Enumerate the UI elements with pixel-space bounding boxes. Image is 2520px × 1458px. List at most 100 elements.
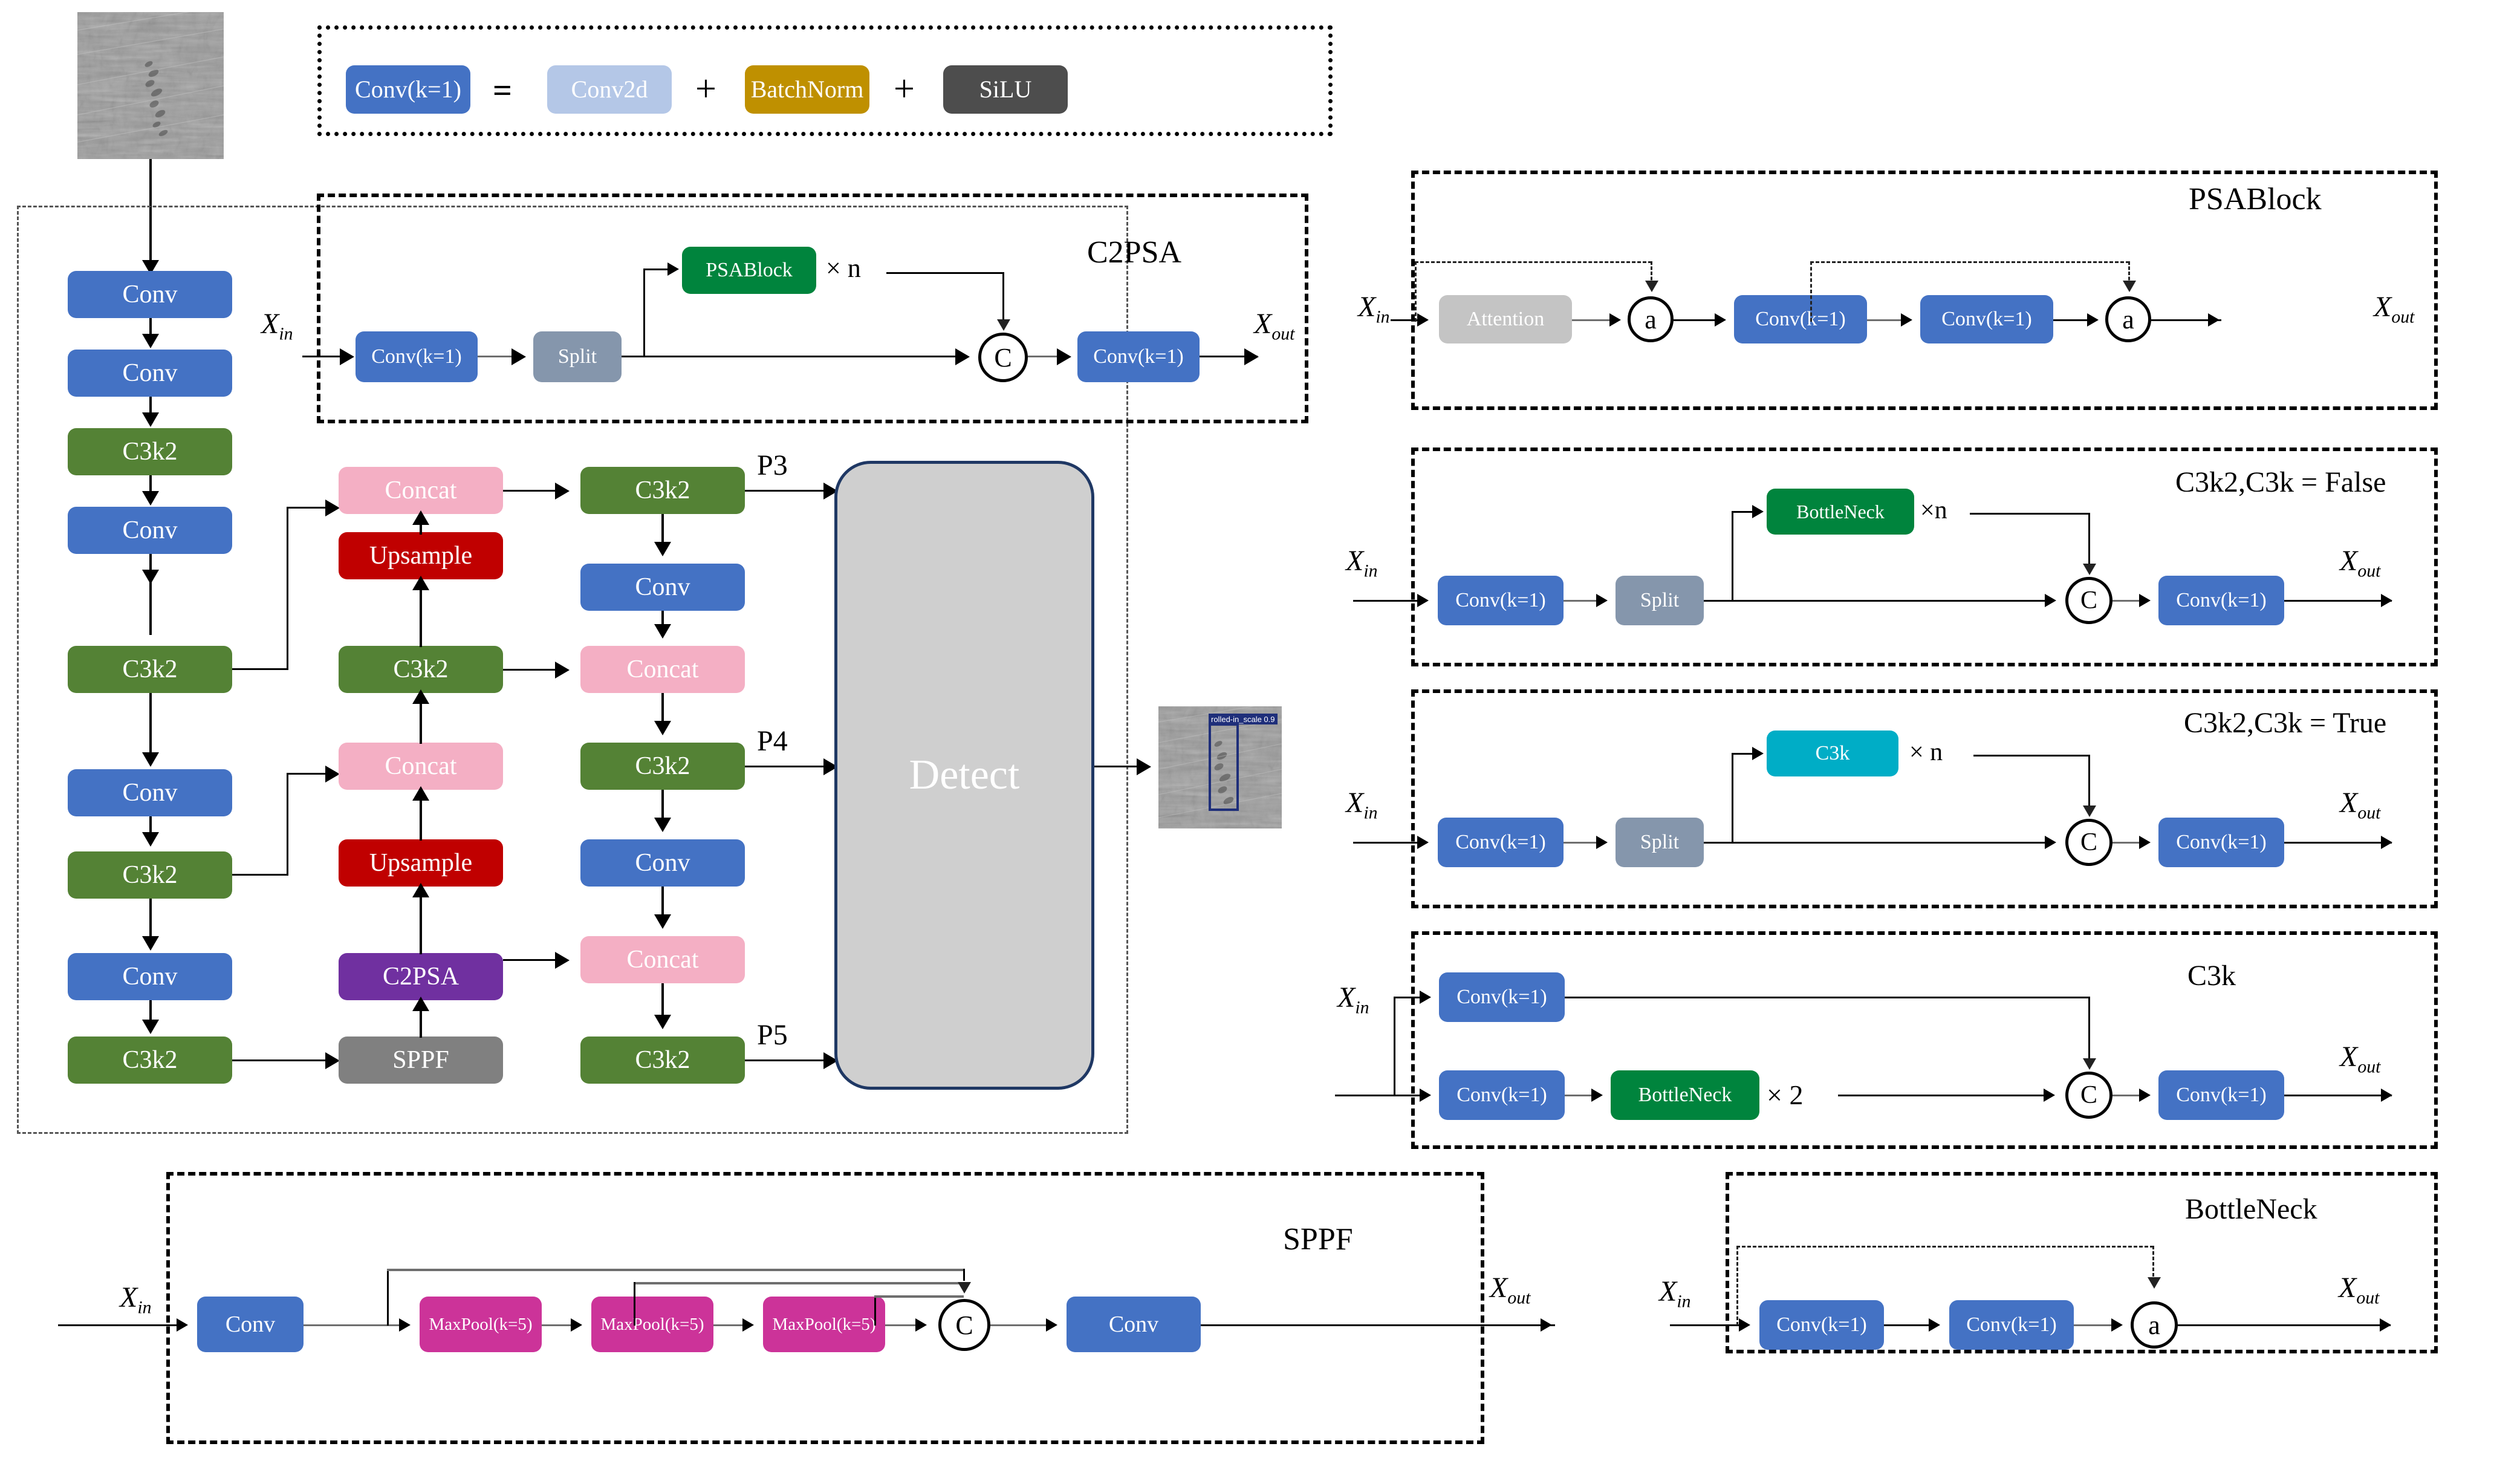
skip-p3-h2: [287, 507, 331, 509]
c3k-xin-sub: in: [1355, 997, 1369, 1018]
mid-link-2-1: [420, 582, 422, 647]
psablock-xout-sub: out: [2391, 307, 2415, 327]
sppf-mp3-arrow: [742, 1318, 754, 1332]
psablock-input-arrow: [1417, 313, 1429, 327]
c3k2-true-branch-v: [1732, 753, 1733, 844]
right-link-5-6: [661, 983, 664, 1020]
psablock-conv2-arrow: [1901, 313, 1912, 327]
c3k2-false-split-arrow: [1596, 594, 1608, 607]
c3k2-true-c3k-arrow: [1752, 747, 1764, 760]
c3k2-false-bottleneck: BottleNeck: [1767, 489, 1914, 535]
bottleneck-xout-sub: out: [2356, 1287, 2380, 1308]
psablock-attn-to-add1: [1572, 319, 1619, 321]
legend-conv-block: Conv(k=1): [346, 65, 470, 114]
backbone-to-sppf-arrow: [325, 1052, 340, 1069]
bottleneck-conv2: Conv(k=1): [1949, 1300, 2074, 1350]
right-arrow-3-4: [654, 818, 671, 832]
skip-p3-v: [287, 507, 288, 670]
c2psa-psablock-arrow: [667, 262, 679, 276]
p3-line: [745, 490, 831, 492]
backbone-block-5: Conv: [68, 769, 232, 816]
c3k2-false-xin-label: Xin: [1346, 544, 1377, 582]
neck-mid-block-0: Concat: [339, 467, 503, 514]
psablock-xout-label: Xout: [2374, 290, 2414, 328]
sppf-xin-sub: in: [137, 1297, 152, 1318]
right-arrow-2-3: [654, 721, 671, 735]
neck-mid-block-1: Upsample: [339, 532, 503, 579]
sppf-skip1-v: [387, 1269, 389, 1326]
c3k-xout-sub: out: [2357, 1056, 2381, 1077]
mid-arrow-1-0: [412, 510, 429, 525]
mid-link-5-4: [420, 889, 422, 954]
sppf-convout-arrow: [1046, 1318, 1057, 1332]
c3k-bottom-to-bn: [1565, 1095, 1600, 1096]
sppf-concat-circle: C: [938, 1299, 990, 1351]
c3k2-false-branch-top: [1732, 511, 1758, 513]
bottleneck-skip-top: [1736, 1246, 2154, 1248]
backbone-block-0: Conv: [68, 271, 232, 318]
input-image: [77, 12, 224, 159]
c3k-fan-top: [1394, 997, 1425, 998]
psablock-output-arrow: [2208, 313, 2220, 327]
sppf-input-line: [58, 1324, 186, 1326]
psablock-skip1-top: [1415, 261, 1652, 263]
backbone-block-8: C3k2: [68, 1037, 232, 1084]
c3k-output-arrow: [2381, 1089, 2392, 1102]
psablock-skip1-right: [1651, 261, 1652, 285]
skip-p3-h1: [232, 668, 288, 670]
c3k-output-line: [2284, 1095, 2392, 1096]
c3k2-true-conv1: Conv(k=1): [1438, 818, 1564, 867]
c2psa-xout-x: X: [1254, 308, 1272, 340]
mid-arrow-3-2: [412, 689, 429, 704]
bottleneck-output-line: [2178, 1324, 2391, 1326]
right-link-3-4: [661, 790, 664, 822]
backbone-arrow-5: [142, 832, 159, 847]
skip-p4-arrow: [325, 766, 340, 783]
c2psa-conv1: Conv(k=1): [356, 331, 478, 382]
psablock-add2-arrow: [2087, 313, 2099, 327]
psablock-add1-circle: a: [1628, 296, 1674, 342]
p3-label: P3: [757, 449, 788, 481]
c3k2-true-split-arrow: [1596, 836, 1608, 849]
c3k2-true-concat-to-conv2: [2112, 842, 2148, 844]
detect-block: Detect: [834, 461, 1094, 1090]
legend-plus-2: +: [894, 68, 915, 109]
input-to-backbone-line: [149, 159, 152, 268]
bottleneck-title: BottleNeck: [2185, 1193, 2317, 1225]
backbone-block-7: Conv: [68, 953, 232, 1000]
psablock-conv1-to-conv2: [1867, 319, 1909, 321]
c2psa-conv2: Conv(k=1): [1077, 331, 1200, 382]
mid-arrow-4-3: [412, 786, 429, 801]
sppf-conv-in: Conv: [197, 1297, 304, 1352]
backbone-block-4: C3k2: [68, 646, 232, 693]
backbone-arrow-0: [142, 334, 159, 348]
c2psa-split: Split: [533, 331, 622, 382]
c2psa-split-branch-v: [643, 268, 645, 357]
c2psa-split-branch-bottom: [622, 356, 646, 357]
sppf-xout-x: X: [1490, 1272, 1508, 1304]
psablock-add2-circle: a: [2105, 296, 2151, 342]
backbone-link-1: [149, 397, 152, 420]
psablock-xout-x: X: [2374, 291, 2392, 323]
c3k2-true-concat-circle: C: [2065, 819, 2112, 866]
c3k-top-arrow: [1420, 991, 1431, 1004]
c2psa-output-line: [1200, 356, 1258, 357]
c2psa-input-line: [302, 356, 351, 357]
sppf-panel: [166, 1172, 1484, 1444]
sppf-skip1-down: [963, 1269, 965, 1281]
mid-link-6-5: [420, 1004, 422, 1038]
c3k2-false-bn-out-v: [2088, 513, 2090, 568]
sppf-mp2-to-mp3: [713, 1324, 751, 1326]
c2psa-panel: [317, 194, 1308, 423]
sppf-xout-sub: out: [1507, 1287, 1531, 1308]
neck-right-block-6: C3k2: [580, 1037, 745, 1084]
c3k2-false-output-line: [2284, 600, 2392, 602]
c3k2-true-conv1-to-split: [1564, 842, 1605, 844]
c3k2-false-xin-sub: in: [1363, 561, 1378, 581]
backbone-block-1: Conv: [68, 350, 232, 397]
c3k-conv-bottom: Conv(k=1): [1439, 1070, 1565, 1120]
c3k-title: C3k: [2187, 960, 2236, 992]
backbone-link-3: [149, 554, 152, 578]
psablock-xin-sub: in: [1375, 307, 1390, 327]
